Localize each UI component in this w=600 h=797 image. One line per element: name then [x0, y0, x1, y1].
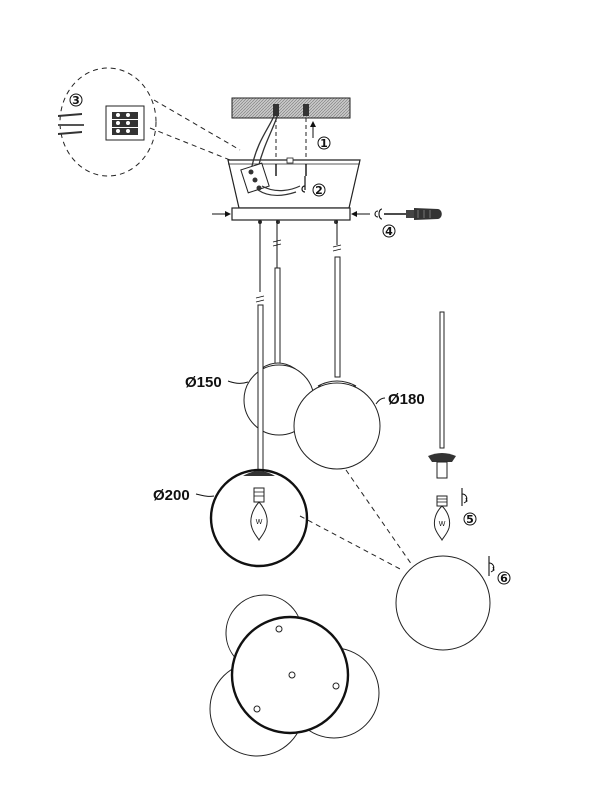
svg-text:2: 2: [315, 184, 323, 197]
svg-text:Ø180: Ø180: [388, 391, 425, 408]
screwdriver-icon: [374, 208, 442, 220]
step-marker-4: 4: [382, 224, 396, 238]
step-marker-6: 6: [497, 571, 511, 585]
canopy: 2: [227, 111, 361, 209]
pendant-180: [293, 220, 381, 470]
terminal-connector-detail: [105, 105, 145, 141]
wall-anchor-left: [273, 104, 279, 165]
svg-text:Ø150: Ø150: [185, 374, 222, 391]
dimension-label-150: Ø150: [185, 374, 249, 391]
pendant-200: W: [209, 220, 309, 568]
dimension-label-180: Ø180: [375, 391, 425, 408]
rotate-arrow-icon: [461, 488, 468, 506]
step-marker-3: 3: [69, 93, 83, 107]
bulb-icon: W: [433, 495, 451, 542]
bottom-view: [209, 594, 380, 757]
assembly-guide-lines: [299, 469, 413, 571]
svg-text:3: 3: [72, 94, 80, 107]
step-marker-1: 1: [317, 136, 331, 150]
rotate-arrow-icon: [488, 556, 495, 576]
hook-icon: [301, 176, 306, 193]
step-marker-2: 2: [312, 183, 326, 197]
svg-text:5: 5: [466, 513, 474, 526]
step-marker-5: 5: [463, 512, 477, 526]
base-plate: [212, 207, 370, 224]
svg-text:6: 6: [500, 572, 508, 585]
svg-text:1: 1: [320, 137, 328, 150]
bulb-icon: W: [250, 487, 268, 542]
arrow-up-icon: [310, 121, 316, 138]
svg-text:W: W: [256, 519, 263, 526]
terminal-detail-callout: 3: [58, 67, 241, 177]
svg-text:Ø200: Ø200: [153, 487, 190, 504]
terminal-block: [240, 162, 301, 197]
pendant-exploded: W 5 6: [395, 311, 511, 651]
svg-text:4: 4: [385, 225, 393, 238]
dimension-label-200: Ø200: [153, 487, 215, 504]
wall-anchor-right: [303, 104, 309, 165]
stripped-wire-icons: [58, 113, 84, 135]
svg-text:W: W: [439, 521, 446, 528]
ceiling-mount: 1: [231, 97, 351, 165]
